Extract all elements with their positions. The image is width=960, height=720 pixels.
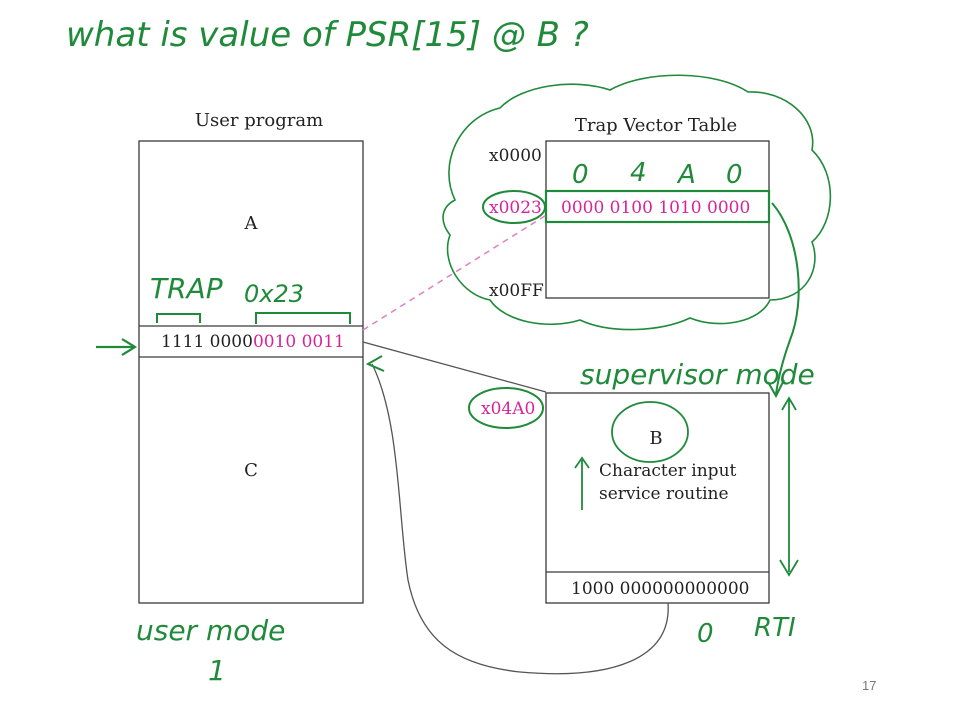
rti-return-arrowhead	[365, 355, 385, 372]
trap-vector-entry-value: 0000 0100 1010 0000	[561, 198, 750, 218]
trap-bracket	[156, 313, 201, 323]
hex-digit-4: 0	[726, 160, 743, 190]
cloud-outline	[442, 74, 832, 331]
hex-digit-1: 0	[572, 160, 589, 190]
trap-vector-table-title: Trap Vector Table	[575, 115, 737, 136]
pc-pointer-arrowhead	[121, 338, 138, 356]
user-mode-annotation: user mode	[136, 614, 285, 647]
routine-address: x04A0	[481, 399, 535, 419]
addr-x0023-circle	[482, 190, 546, 224]
section-c-label: C	[244, 460, 258, 481]
hex-digit-3: A	[676, 160, 696, 190]
trap-opcode: 1111 0000	[161, 332, 253, 352]
section-a-label: A	[244, 213, 259, 234]
trap-annotation: TRAP	[150, 272, 223, 305]
routine-desc-line2: service routine	[599, 484, 729, 504]
service-routine-box	[545, 392, 770, 604]
supervisor-mode-annotation: supervisor mode	[580, 358, 815, 391]
vector-lookup-line	[362, 213, 549, 331]
routine-b-label: B	[649, 428, 662, 449]
slide-number: 17	[862, 678, 877, 693]
trap-instruction: 1111 00000010 0011	[161, 332, 345, 352]
rti-mode-value: 0	[697, 619, 714, 649]
supervisor-span-arrowhead-top	[781, 396, 797, 411]
routine-desc-line1: Character input	[599, 461, 737, 481]
routine-up-arrowhead	[574, 456, 590, 469]
hex-digit-2: 4	[630, 158, 647, 188]
vector-to-routine-arrow	[771, 202, 800, 395]
rti-instruction: 1000 000000000000	[571, 579, 749, 599]
routine-address-circle	[468, 387, 544, 429]
trap-vector-entry-row	[544, 189, 771, 224]
rti-annotation: RTI	[754, 613, 796, 643]
trap-jump-line	[362, 341, 547, 393]
addr-x0023: x0023	[489, 198, 542, 218]
user-program-title: User program	[195, 110, 323, 131]
supervisor-span-arrowhead-bottom	[779, 559, 799, 577]
trap-vector-bits: 0010 0011	[253, 332, 345, 352]
vector-bracket	[255, 312, 351, 324]
user-program-box	[138, 140, 364, 604]
addr-x00ff: x00FF	[489, 281, 544, 301]
routine-b-circle	[611, 401, 689, 463]
user-mode-value: 1	[208, 654, 226, 687]
vector-to-routine-arrowhead	[767, 379, 785, 399]
question-annotation: what is value of PSR[15] @ B ?	[66, 15, 589, 55]
rti-return-path	[371, 363, 669, 675]
vector-annotation: 0x23	[244, 280, 304, 308]
addr-x0000: x0000	[489, 146, 542, 166]
